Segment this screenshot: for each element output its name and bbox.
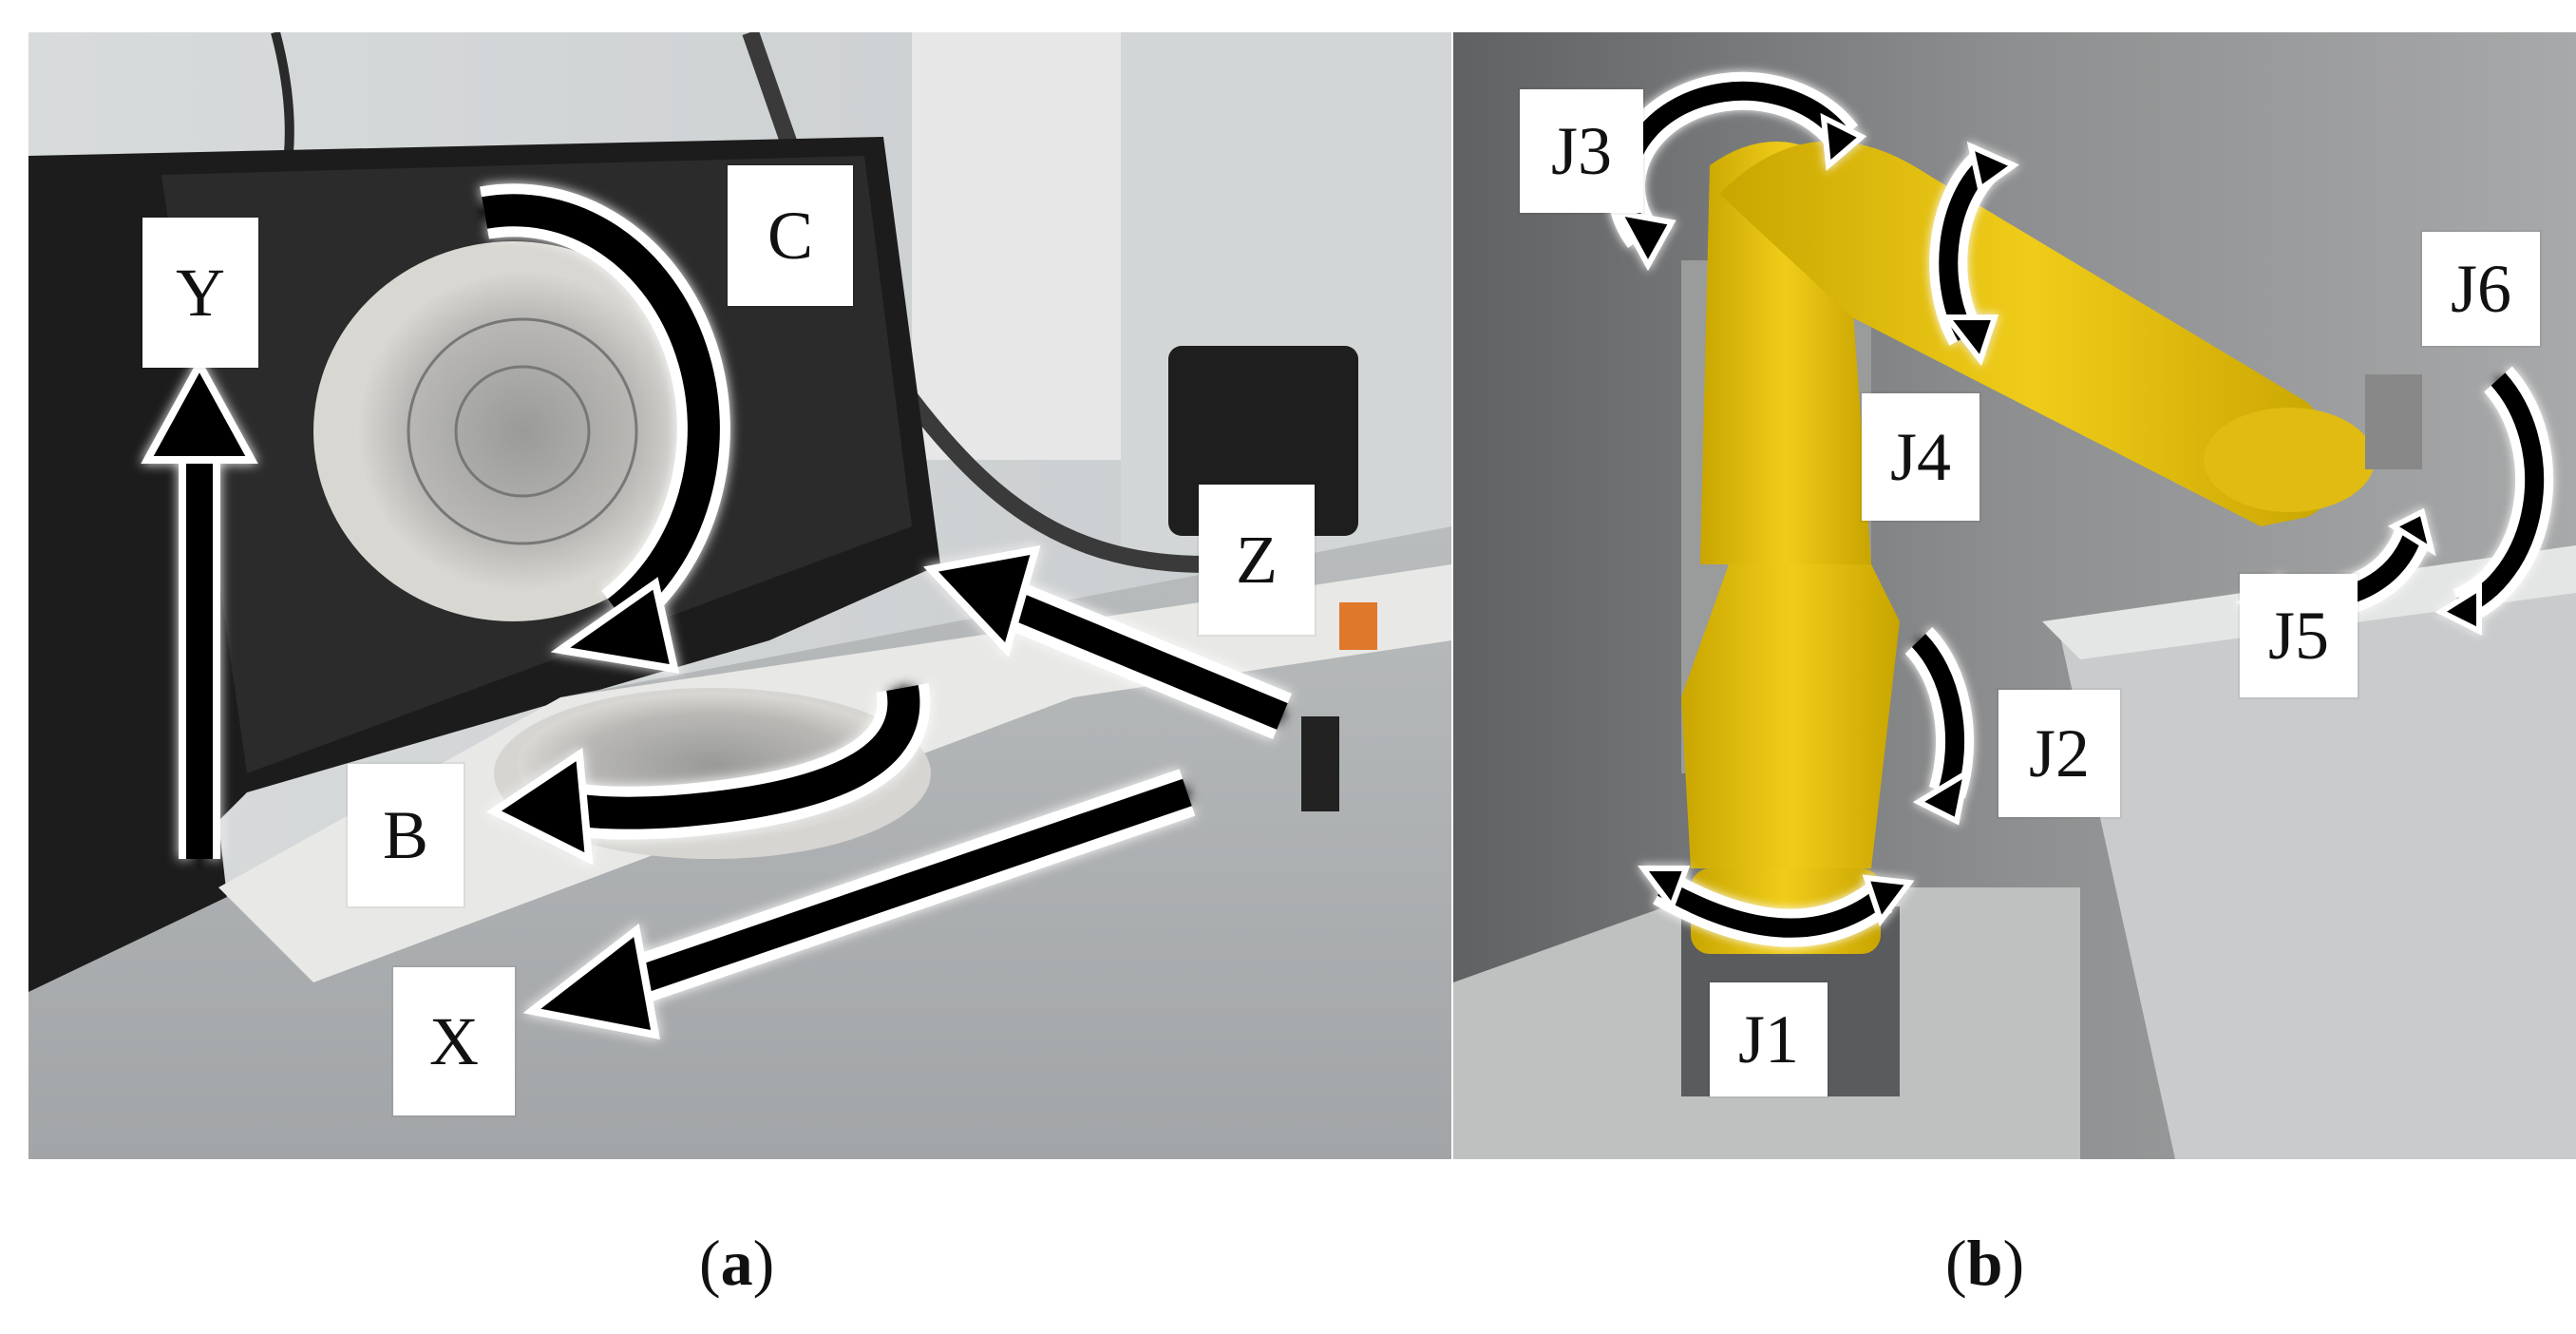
robot-arm-body — [1681, 141, 2422, 954]
axis-label-b: B — [348, 764, 464, 906]
joint-label-j5: J5 — [2240, 574, 2358, 697]
caption-a-letter: a — [720, 1227, 753, 1299]
machine-tool-illustration — [28, 32, 1451, 1159]
joint-label-j1: J1 — [1710, 982, 1828, 1096]
axis-label-x: X — [393, 967, 515, 1115]
axis-arrows — [141, 183, 1292, 1040]
caption-a: (a) — [699, 1227, 775, 1299]
panel-a-photo: Y C Z B X — [28, 32, 1451, 1159]
axis-label-y: Y — [142, 218, 258, 368]
joint-label-j6: J6 — [2422, 232, 2540, 346]
joint-label-j2: J2 — [1998, 690, 2120, 817]
joint-label-j3: J3 — [1520, 89, 1643, 213]
axis-label-z: Z — [1199, 485, 1315, 635]
caption-b-letter: b — [1966, 1227, 2003, 1299]
panel-b-photo: J3 J6 J4 J5 J2 J1 — [1453, 32, 2576, 1159]
joint-label-j4: J4 — [1862, 393, 1979, 521]
robot-arm-illustration — [1453, 32, 2576, 1159]
axis-label-c: C — [728, 165, 853, 306]
caption-b: (b) — [1945, 1227, 2025, 1299]
